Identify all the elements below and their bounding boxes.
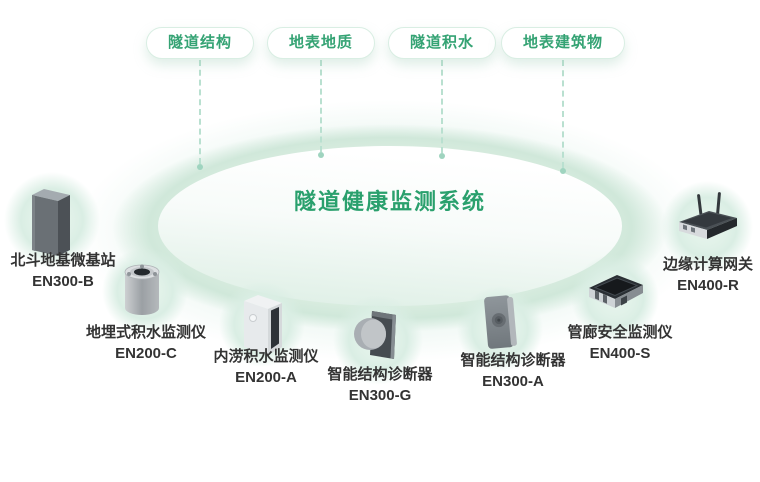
badge-tunnel-water: 隧道积水 — [387, 27, 497, 59]
device-model: EN400-R — [677, 277, 739, 294]
device-label-6: 管廊安全监测仪 EN400-S — [549, 322, 691, 364]
connector-line-2 — [318, 60, 324, 158]
badge-tunnel-structure: 隧道结构 — [145, 27, 255, 59]
connector-line-1 — [197, 60, 203, 170]
device-label-3: 内涝积水监测仪 EN200-A — [195, 346, 337, 388]
platform-inner-ellipse — [158, 146, 622, 306]
badge-surface-geology: 地表地质 — [266, 27, 376, 59]
connector-line-3 — [439, 60, 445, 159]
connector-line-4 — [560, 60, 566, 174]
device-name: 内涝积水监测仪 — [213, 348, 319, 365]
connector-dot-3 — [439, 153, 445, 159]
connector-dot-2 — [318, 152, 324, 158]
device-model: EN400-S — [589, 345, 651, 362]
badge-surface-buildings: 地表建筑物 — [500, 27, 626, 59]
device-name: 智能结构诊断器 — [327, 366, 433, 383]
device-model: EN300-B — [32, 273, 94, 290]
device-label-4: 智能结构诊断器 EN300-G — [309, 364, 451, 406]
device-label-1: 北斗地基微基站 EN300-B — [0, 250, 126, 292]
device-model: EN300-G — [348, 387, 412, 404]
device-label-7: 边缘计算网关 EN400-R — [643, 254, 760, 296]
edge-gateway-icon — [679, 192, 737, 239]
device-label-2: 地埋式积水监测仪 EN200-C — [75, 322, 217, 364]
beidou-base-station-icon — [32, 189, 70, 256]
device-name: 边缘计算网关 — [662, 256, 753, 273]
device-model: EN300-A — [482, 373, 544, 390]
structure-diagnoser-g-icon — [354, 311, 396, 359]
device-name: 管廊安全监测仪 — [567, 324, 673, 341]
connector-dot-4 — [560, 168, 566, 174]
device-model: EN200-C — [115, 345, 177, 362]
structure-diagnoser-a-icon — [484, 295, 517, 349]
waterlogging-monitor-icon — [244, 295, 282, 355]
system-title: 隧道健康监测系统 — [293, 189, 486, 214]
buried-water-sensor-icon — [124, 264, 160, 315]
device-label-5: 智能结构诊断器 EN300-A — [442, 350, 584, 392]
device-name: 北斗地基微基站 — [10, 252, 116, 269]
device-name: 地埋式积水监测仪 — [85, 324, 206, 341]
device-name: 智能结构诊断器 — [460, 352, 566, 369]
pipe-gallery-monitor-icon — [589, 275, 643, 308]
connector-dot-1 — [197, 164, 203, 170]
device-model: EN200-A — [235, 369, 297, 386]
